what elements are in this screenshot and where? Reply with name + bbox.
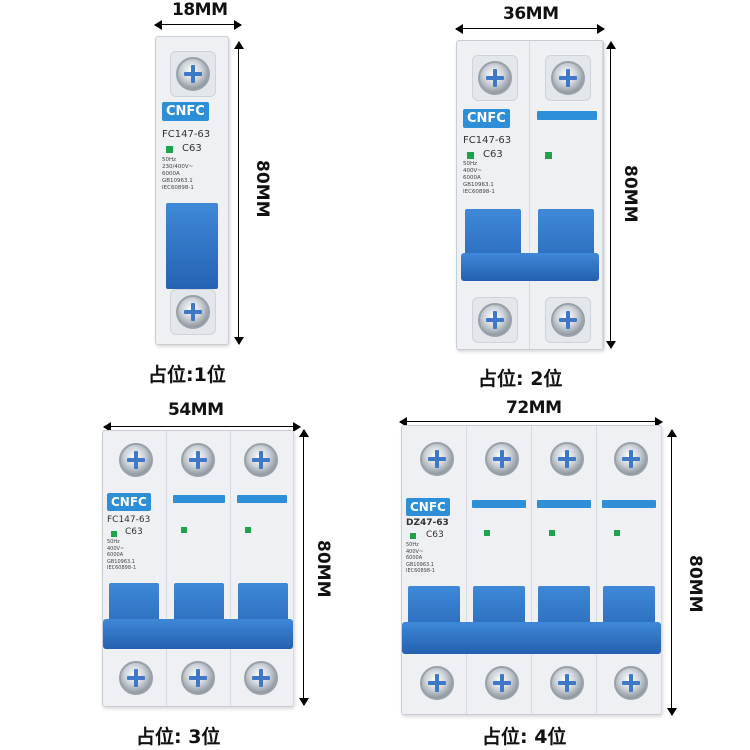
circuit-breaker-4p: CNFC DZ47-63 C63 50Hz 400V~ 6000A GB1096…	[401, 425, 662, 715]
screw-icon	[119, 661, 153, 695]
rating-label: C63	[125, 527, 143, 537]
caption: 占位: 4位	[482, 726, 567, 748]
width-dimension-line	[399, 415, 663, 429]
screw-icon	[485, 666, 519, 700]
indicator-led	[245, 527, 251, 533]
model-number: FC147-63	[107, 515, 151, 525]
circuit-breaker-1p: CNFC FC147-63 C63 50Hz 230/400V~ 6000A G…	[155, 36, 229, 345]
height-label: 80MM	[620, 165, 640, 223]
caption: 占位:1位	[148, 364, 226, 386]
screw-icon	[176, 295, 210, 329]
pole-1	[457, 41, 530, 349]
brand-logo: CNFC	[406, 498, 450, 516]
handle-tie-bar[interactable]	[103, 619, 293, 649]
model-number: FC147-63	[162, 129, 211, 140]
screw-icon	[244, 661, 278, 695]
screw-icon	[478, 303, 512, 337]
pole-4	[597, 426, 662, 714]
height-label: 80MM	[685, 555, 705, 613]
height-label: 80MM	[252, 160, 272, 218]
screw-icon	[614, 442, 648, 476]
indicator-led	[614, 530, 620, 536]
screw-icon	[119, 443, 153, 477]
pole-label-strip	[472, 500, 526, 508]
height-dimension-line	[604, 41, 618, 349]
indicator-led	[467, 152, 474, 159]
width-label: 72MM	[506, 398, 562, 418]
indicator-led	[549, 530, 555, 536]
width-label: 36MM	[503, 4, 559, 24]
pole-label-strip	[237, 495, 287, 503]
pole-3	[231, 431, 294, 706]
screw-icon	[181, 661, 215, 695]
pole-1	[103, 431, 167, 706]
indicator-led	[181, 527, 187, 533]
pole-2	[530, 41, 603, 349]
screw-icon	[420, 442, 454, 476]
spec-text: 50Hz 230/400V~ 6000A GB10963.1 IEC60898-…	[162, 157, 194, 191]
pole-2	[167, 431, 231, 706]
screw-icon	[244, 443, 278, 477]
pole-label-strip	[173, 495, 225, 503]
spec-text: 50Hz 400V~ 6000A GB10963.1 IEC60898-1	[406, 542, 436, 574]
handle-tie-bar[interactable]	[402, 622, 661, 654]
screw-icon	[420, 666, 454, 700]
screw-icon	[176, 57, 210, 91]
pole-3	[532, 426, 597, 714]
indicator-led	[166, 146, 173, 153]
rating-label: C63	[483, 149, 503, 160]
height-dimension-line	[665, 429, 679, 716]
screw-icon	[485, 442, 519, 476]
spec-text: 50Hz 400V~ 6000A GB10963.1 IEC60898-1	[107, 539, 137, 571]
width-dimension-line	[455, 22, 605, 36]
height-dimension-line	[232, 41, 246, 345]
screw-icon	[478, 61, 512, 95]
screw-icon	[551, 61, 585, 95]
model-number: FC147-63	[463, 135, 512, 146]
width-dimension-line	[154, 18, 242, 32]
circuit-breaker-2p: CNFC FC147-63 C63 50Hz 400V~ 6000A GB109…	[456, 40, 604, 350]
brand-logo: CNFC	[107, 493, 151, 511]
indicator-led	[111, 531, 117, 537]
width-label: 18MM	[172, 0, 228, 20]
pole-1	[402, 426, 467, 714]
indicator-led	[545, 152, 552, 159]
width-dimension-line	[103, 420, 301, 434]
caption: 占位: 3位	[136, 726, 221, 748]
pole-label-strip	[537, 500, 591, 508]
pole-label-strip	[602, 500, 656, 508]
model-number: DZ47-63	[406, 518, 449, 528]
screw-icon	[181, 443, 215, 477]
width-label: 54MM	[168, 400, 224, 420]
toggle-handle[interactable]	[166, 203, 218, 289]
screw-icon	[550, 442, 584, 476]
brand-logo: CNFC	[463, 109, 510, 128]
pole-label-strip	[537, 111, 597, 120]
handle-tie-bar[interactable]	[461, 253, 599, 281]
height-label: 80MM	[313, 540, 333, 598]
screw-icon	[550, 666, 584, 700]
screw-icon	[551, 303, 585, 337]
rating-label: C63	[426, 530, 444, 540]
brand-logo: CNFC	[162, 102, 209, 121]
rating-label: C63	[182, 143, 202, 154]
screw-icon	[614, 666, 648, 700]
caption: 占位: 2位	[478, 368, 563, 390]
indicator-led	[484, 530, 490, 536]
height-dimension-line	[297, 429, 311, 706]
pole-2	[467, 426, 532, 714]
spec-text: 50Hz 400V~ 6000A GB10963.1 IEC60898-1	[463, 161, 495, 195]
circuit-breaker-3p: CNFC FC147-63 C63 50Hz 400V~ 6000A GB109…	[102, 430, 294, 707]
indicator-led	[410, 533, 416, 539]
